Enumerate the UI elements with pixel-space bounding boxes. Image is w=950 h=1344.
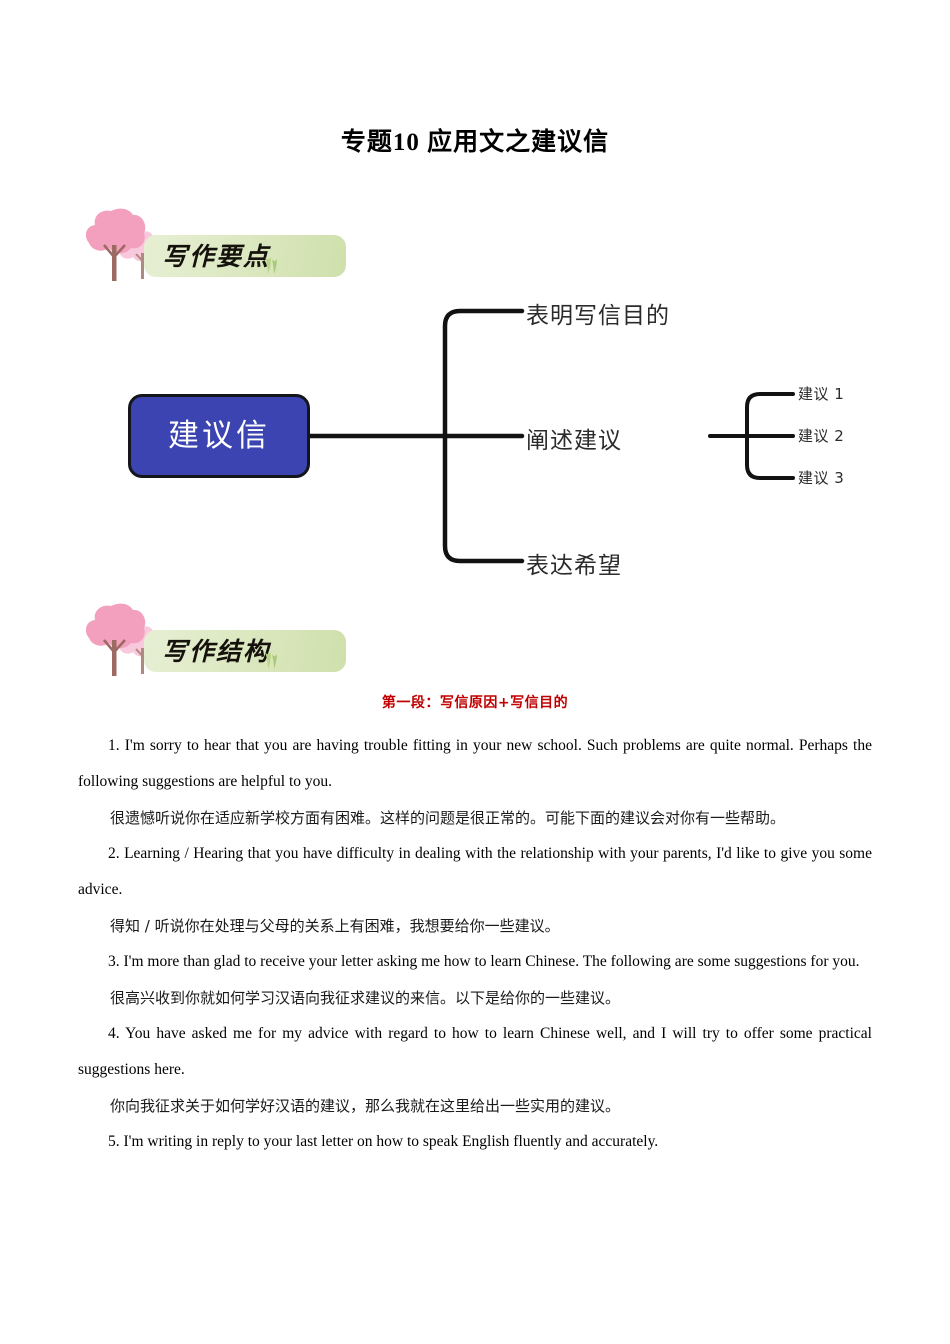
badge-pill-background (144, 630, 346, 672)
mindmap-branch-label-suggestions: 阐述建议 (526, 428, 622, 454)
section-badge-writing-points: 写作要点 (86, 205, 346, 295)
structure-body: 1. I'm sorry to hear that you are having… (78, 728, 872, 1160)
mindmap-branch-label-hope: 表达希望 (526, 553, 622, 579)
badge-label: 写作要点 (162, 242, 271, 271)
structure-item-zh-1: 很遗憾听说你在适应新学校方面有困难。这样的问题是很正常的。可能下面的建议会对你有… (110, 809, 786, 827)
mindmap-root-node: 建议信 (128, 394, 310, 478)
mindmap-connectors (307, 308, 795, 564)
mindmap-sub-label-1: 建议 1 (798, 385, 845, 403)
structure-item-en-4: 4. You have asked me for my advice with … (78, 1025, 872, 1078)
badge-label: 写作结构 (162, 637, 271, 666)
structure-item-zh-2: 得知 / 听说你在处理与父母的关系上有困难，我想要给你一些建议。 (110, 917, 560, 935)
leaf-icon (265, 257, 277, 274)
structure-item-en-5: 5. I'm writing in reply to your last let… (108, 1133, 659, 1150)
structure-item-en-2: 2. Learning / Hearing that you have diff… (78, 845, 872, 898)
section-badge-writing-structure: 写作结构 (86, 600, 346, 690)
structure-item-en-3: 3. I'm more than glad to receive your le… (108, 953, 860, 970)
structure-item-en-1: 1. I'm sorry to hear that you are having… (78, 737, 872, 790)
structure-item-zh-4: 你向我征求关于如何学好汉语的建议，那么我就在这里给出一些实用的建议。 (110, 1097, 621, 1115)
paragraph-heading: 第一段：写信原因+写信目的 (381, 695, 569, 711)
mindmap-diagram: 建议信 表明写信目的 阐述建议 表达希望 建议 1 建议 2 建议 3 (120, 288, 890, 588)
mindmap-sub-label-2: 建议 2 (798, 427, 845, 445)
mindmap-branch-label-purpose: 表明写信目的 (526, 303, 670, 329)
leaf-icon (265, 652, 277, 669)
mindmap-sub-label-3: 建议 3 (798, 469, 845, 487)
mindmap-root-label: 建议信 (168, 418, 270, 454)
structure-item-zh-3: 很高兴收到你就如何学习汉语向我征求建议的来信。以下是给你的一些建议。 (110, 989, 621, 1007)
badge-pill-background (144, 235, 346, 277)
page-title: 专题10 应用文之建议信 (340, 129, 610, 156)
